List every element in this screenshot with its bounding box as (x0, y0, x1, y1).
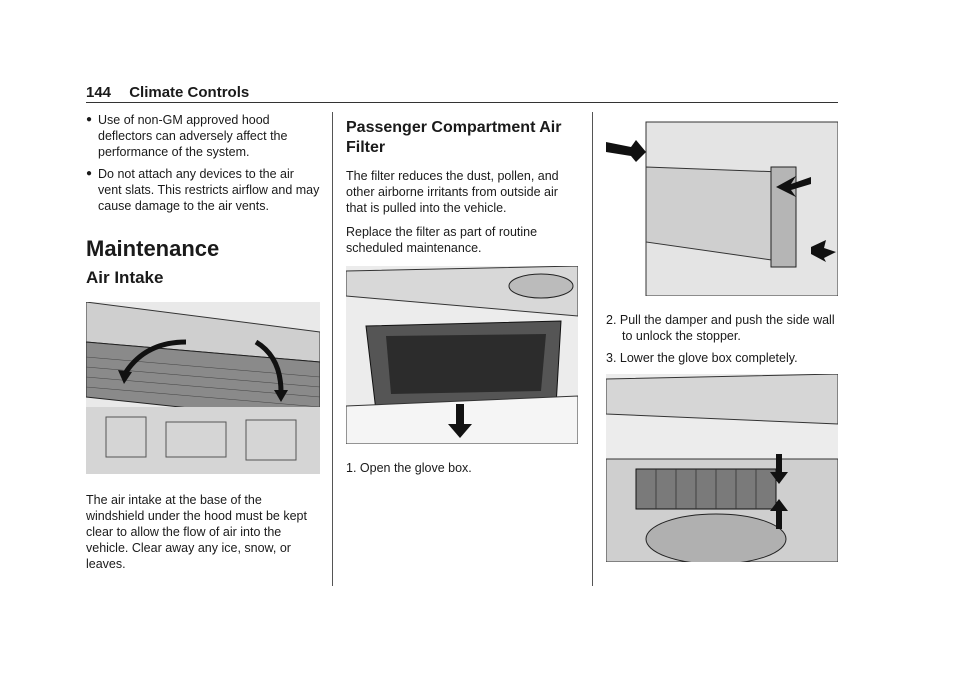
section-title: Climate Controls (129, 84, 250, 101)
glove-box-open-illustration (346, 266, 578, 444)
bullet-icon: ● (86, 114, 93, 125)
step-3: 3. Lower the glove box completely. (606, 351, 798, 365)
step-1: 1. Open the glove box. (346, 461, 472, 475)
column-divider-1 (332, 112, 333, 586)
bullet-text: Do not attach any devices to the air ven… (98, 167, 320, 213)
glove-box-lowered-drawing (606, 374, 838, 562)
glove-box-open-drawing (346, 266, 578, 444)
damper-drawing (606, 112, 838, 296)
column-divider-2 (592, 112, 593, 586)
bullet-item: ● Use of non-GM approved hood deflectors… (86, 112, 320, 160)
bullet-item: ● Do not attach any devices to the air v… (86, 166, 320, 214)
header-rule (86, 102, 838, 103)
glove-box-lowered-illustration (606, 374, 838, 562)
heading-air-filter: Passenger Compartment Air Filter (346, 119, 562, 156)
column-1: ● Use of non-GM approved hood deflectors… (86, 112, 320, 580)
air-intake-drawing (86, 302, 320, 474)
page-header: 144 Climate Controls (86, 84, 249, 101)
column-2: Passenger Compartment Air Filter The fil… (346, 112, 578, 484)
page-number: 144 (86, 84, 112, 101)
bullet-text: Use of non-GM approved hood deflectors c… (98, 113, 288, 159)
air-intake-text: The air intake at the base of the windsh… (86, 493, 307, 571)
air-filter-para-2: Replace the filter as part of routine sc… (346, 225, 538, 255)
column-3: 2. Pull the damper and push the side wal… (606, 112, 838, 562)
damper-illustration (606, 112, 838, 296)
step-2: 2. Pull the damper and push the side wal… (606, 313, 835, 343)
air-filter-para-1: The filter reduces the dust, pollen, and… (346, 169, 559, 215)
heading-maintenance: Maintenance (86, 236, 220, 261)
bullet-icon: ● (86, 168, 93, 179)
air-intake-illustration (86, 302, 320, 474)
heading-air-intake: Air Intake (86, 268, 164, 287)
